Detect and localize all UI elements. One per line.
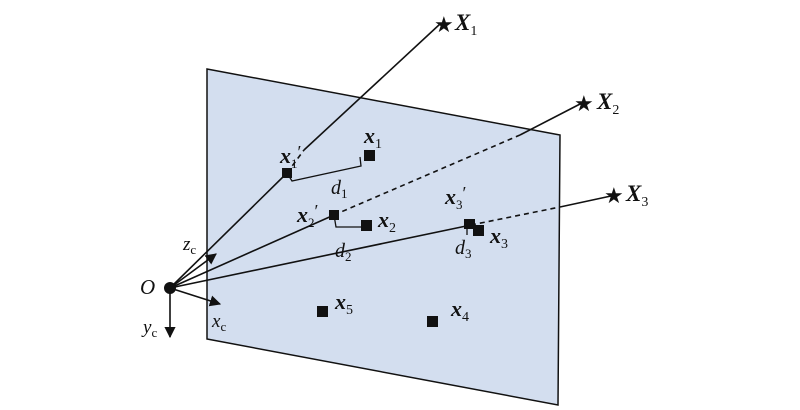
image-point-3-marker xyxy=(473,225,484,236)
ray-3-solid-outer xyxy=(559,195,612,208)
projected-point-markers xyxy=(282,168,475,229)
distance-3-label: d3 xyxy=(455,237,472,261)
ray-2-solid xyxy=(169,214,335,289)
world-point-markers: ★ ★ ★ xyxy=(434,13,624,209)
projected-point-3-marker xyxy=(464,219,475,229)
image-point-2-label: x2 xyxy=(377,207,396,236)
world-point-3-label: X3 xyxy=(625,181,648,210)
world-point-3-star: ★ xyxy=(604,184,624,209)
z-axis-label: zc xyxy=(182,234,196,257)
image-point-3-label: x3 xyxy=(489,223,508,252)
image-point-4-marker xyxy=(427,316,438,327)
ray-3-solid xyxy=(169,224,472,289)
image-point-markers xyxy=(317,150,484,327)
labels: O zc xc yc X1 X2 X3 x1′ x2′ x3′ xyxy=(140,10,648,340)
x-axis xyxy=(169,287,222,307)
rays xyxy=(169,23,612,289)
z-axis xyxy=(169,253,217,289)
world-point-1-label: X1 xyxy=(454,10,477,39)
ray-1-solid xyxy=(169,172,288,289)
projected-point-2-label: x2′ xyxy=(296,201,319,230)
projected-point-3-label: x3′ xyxy=(444,183,467,212)
camera-axes xyxy=(164,253,222,339)
x-axis-label: xc xyxy=(211,311,226,334)
ray-2-solid-outer xyxy=(519,102,583,136)
projected-point-1-label: x1′ xyxy=(279,142,302,171)
ray-2-dashed xyxy=(333,134,521,216)
distance-2-label: d2 xyxy=(335,240,352,264)
image-point-2-marker xyxy=(361,220,372,231)
world-point-2-label: X2 xyxy=(596,89,619,118)
distance-1-label: d1 xyxy=(331,177,348,201)
image-point-1-label: x1 xyxy=(363,123,382,152)
ray-3-dashed xyxy=(470,206,561,226)
origin-label: O xyxy=(140,275,155,299)
world-point-1-star: ★ xyxy=(434,13,454,38)
projected-point-2-marker xyxy=(329,210,339,220)
ray-1-solid-outer xyxy=(303,23,441,151)
world-point-2-star: ★ xyxy=(574,92,594,117)
image-point-5-label: x5 xyxy=(334,289,353,318)
y-axis-label: yc xyxy=(141,317,157,340)
image-plane xyxy=(206,68,561,406)
projected-point-1-marker xyxy=(282,168,292,178)
image-point-5-marker xyxy=(317,306,328,317)
image-point-4-label: x4 xyxy=(450,296,469,325)
camera-center xyxy=(164,282,176,294)
image-point-1-marker xyxy=(364,150,375,161)
